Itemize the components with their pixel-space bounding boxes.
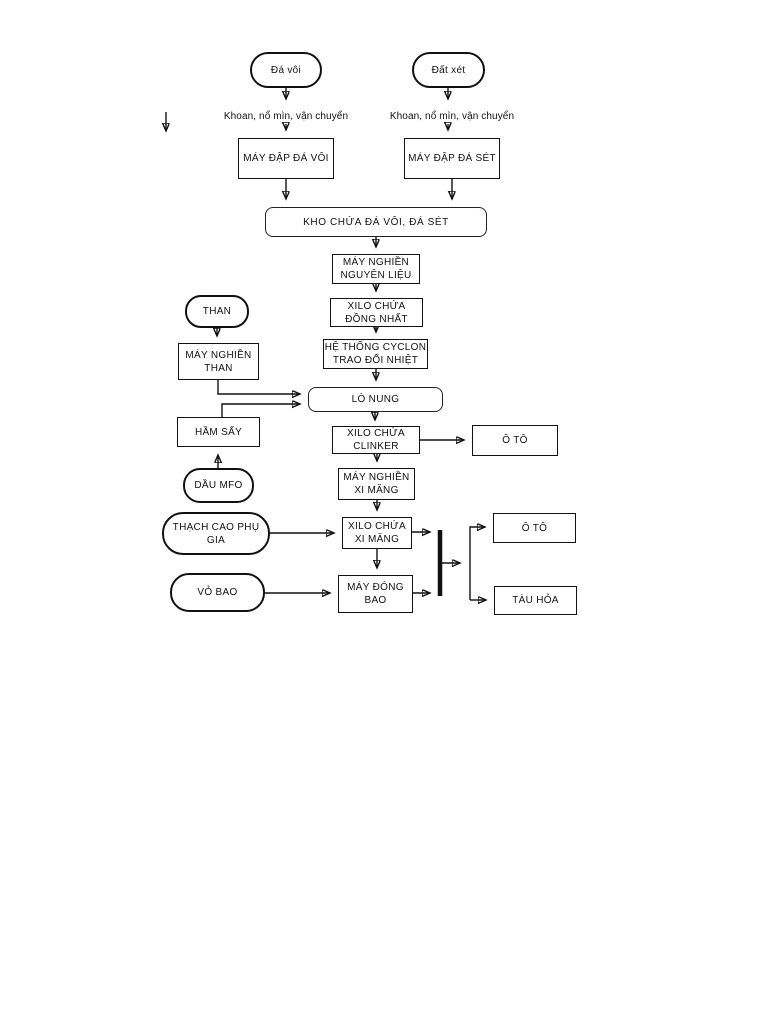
node-may-nghien-nguyen-lieu: MÁY NGHIỀN NGUYÊN LIỆU xyxy=(332,254,420,284)
node-ham-say: HẦM SẤY xyxy=(177,417,260,447)
node-da-voi: Đá vôi xyxy=(250,52,322,88)
arrow-ham-say-to-lo-nung xyxy=(221,404,300,417)
node-kho-chua-da-voi-da-set: KHO CHỨA ĐÁ VÔI, ĐÁ SÉT xyxy=(265,207,487,237)
node-dau-mfo: DẦU MFO xyxy=(183,468,254,503)
node-may-dap-da-voi: MÁY ĐẬP ĐÁ VÔI xyxy=(238,138,334,179)
node-thach-cao-phu-gia: THẠCH CAO PHỤ GIA xyxy=(162,512,270,555)
node-than: THAN xyxy=(185,295,249,328)
node-xilo-chua-dong-nhat: XILO CHỨA ĐỒNG NHẤT xyxy=(330,298,423,327)
node-may-nghien-xi-mang: MÁY NGHIỀN XI MĂNG xyxy=(338,468,415,500)
node-he-thong-cyclon: HỆ THỐNG CYCLON TRAO ĐỔI NHIỆT xyxy=(323,339,428,369)
branch-to-o-to-2 xyxy=(469,527,485,600)
node-xilo-chua-xi-mang: XILO CHỨA XI MĂNG xyxy=(342,517,412,549)
label-khoan-no-min-left: Khoan, nổ mìn, vận chuyển xyxy=(223,111,349,122)
node-tau-hoa: TÀU HỎA xyxy=(494,586,577,615)
node-o-to-1: Ô TÔ xyxy=(472,425,558,456)
node-xilo-chua-clinker: XILO CHỨA CLINKER xyxy=(332,426,420,454)
node-may-dap-da-set: MÁY ĐẬP ĐÁ SÉT xyxy=(404,138,500,179)
node-vo-bao: VỎ BAO xyxy=(170,573,265,612)
arrow-may-nghien-than-to-lo-nung xyxy=(217,380,300,394)
node-lo-nung: LÒ NUNG xyxy=(308,387,443,412)
label-khoan-no-min-right: Khoan, nổ mìn, vận chuyển xyxy=(389,111,515,122)
node-dat-xet: Đất xét xyxy=(412,52,485,88)
node-may-nghien-than: MÁY NGHIỀN THAN xyxy=(178,343,259,380)
node-may-dong-bao: MÁY ĐÓNG BAO xyxy=(338,575,413,613)
node-o-to-2: Ô TÔ xyxy=(493,513,576,543)
